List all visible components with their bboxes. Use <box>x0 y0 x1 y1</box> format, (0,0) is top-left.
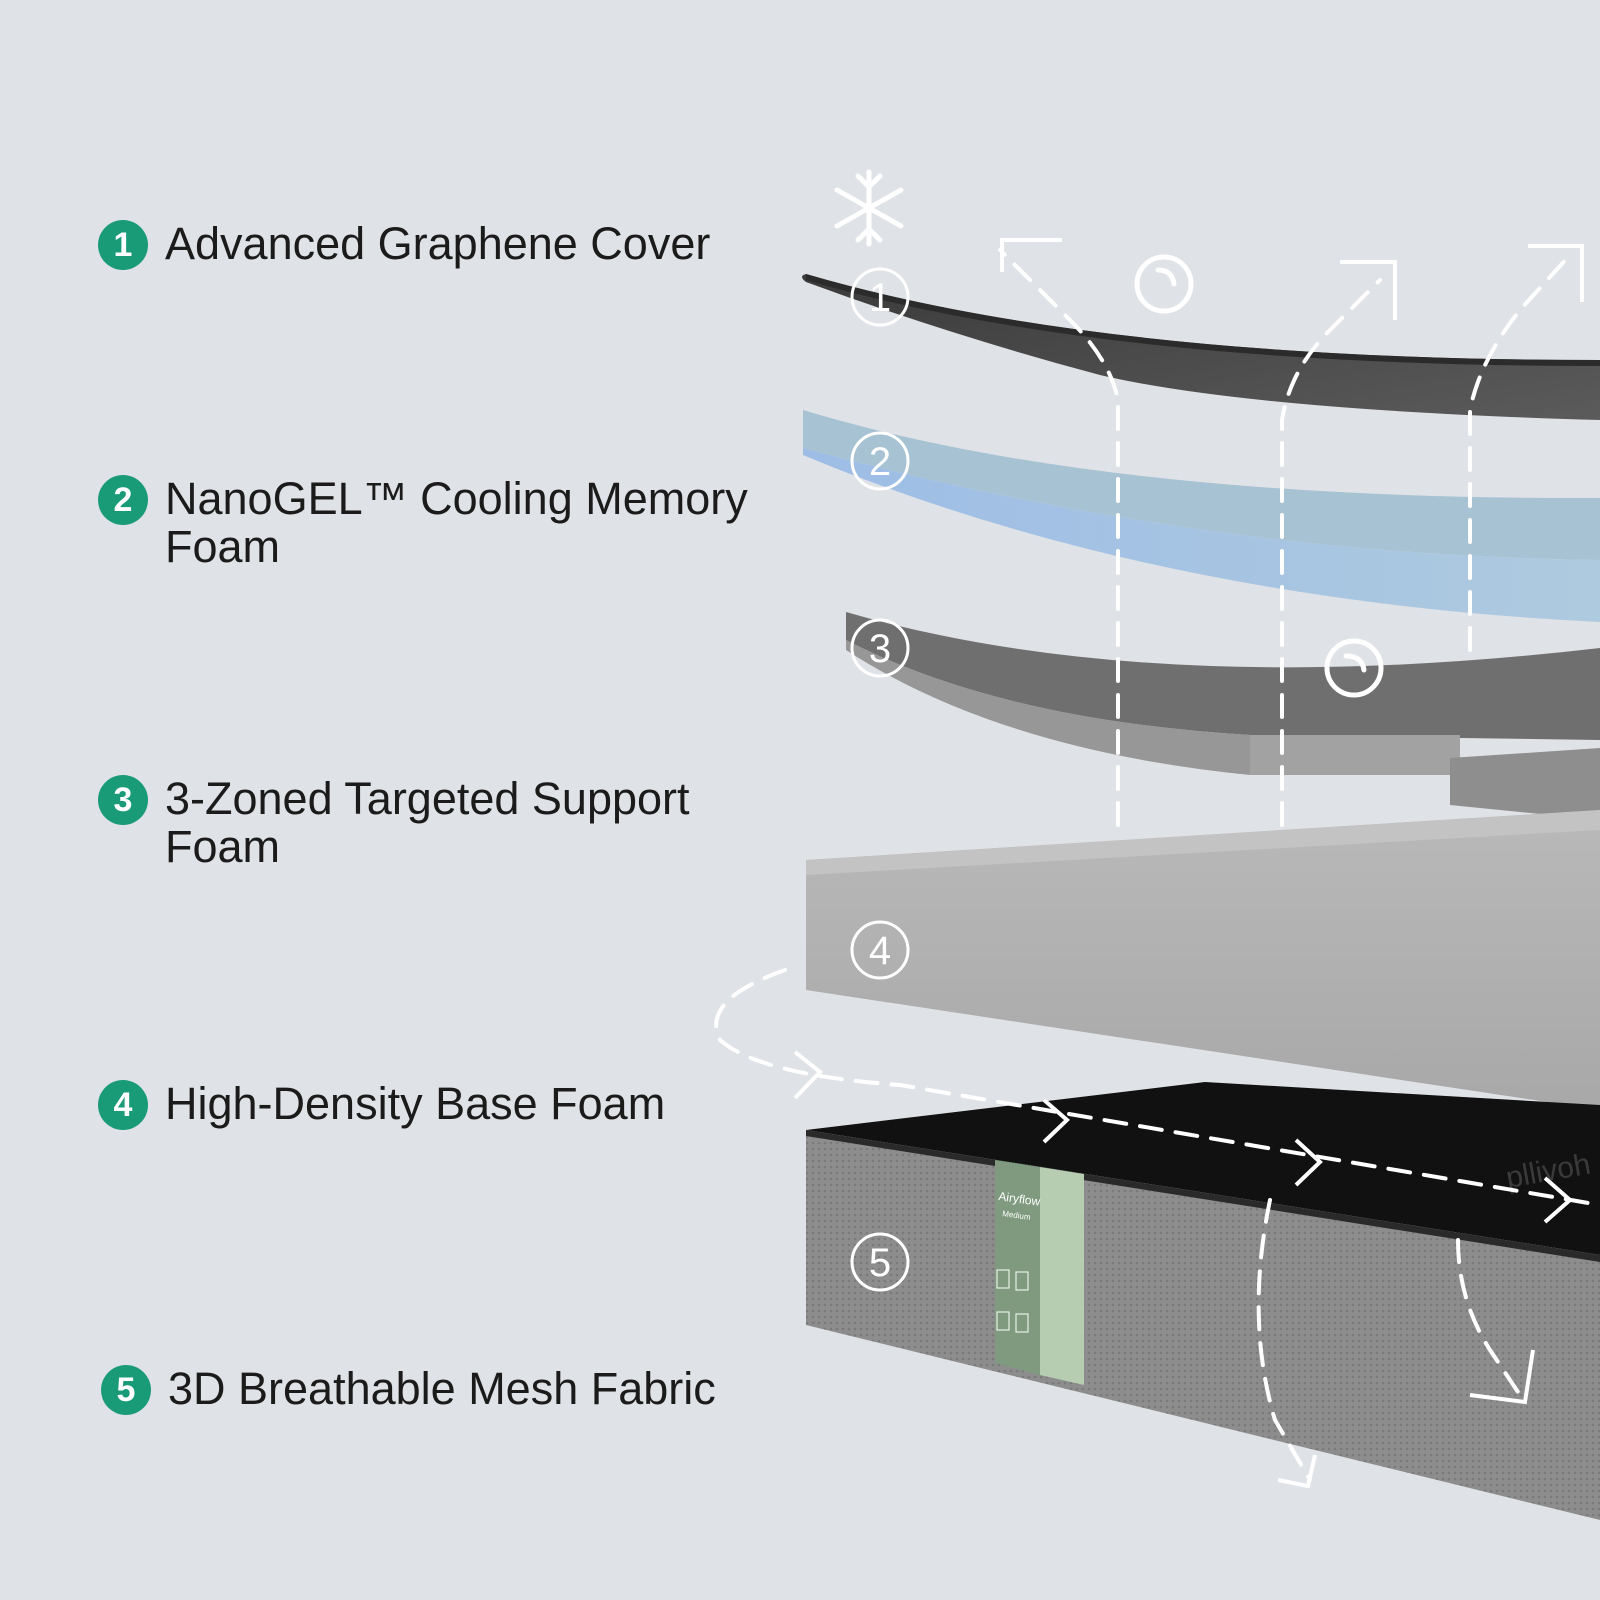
nanogel-foam-layer <box>803 410 1600 622</box>
refresh-icon <box>1134 254 1194 314</box>
snowflake-icon <box>834 169 904 247</box>
base-foam-layer <box>806 810 1600 1110</box>
feature-item-3: 3 3-Zoned Targeted Support Foam <box>98 775 725 871</box>
layer-marker-1: 1 <box>850 267 910 327</box>
refresh-icon <box>1324 638 1384 698</box>
svg-text:1: 1 <box>869 276 891 320</box>
number-badge: 4 <box>98 1080 148 1130</box>
zoned-support-foam-layer <box>846 612 1600 820</box>
arrowheads <box>793 238 1584 1489</box>
layer-marker-4: 4 <box>850 920 910 980</box>
mesh-base-layer: Airyflow Medium pllivoh <box>806 1082 1600 1520</box>
feature-item-2: 2 NanoGEL™ Cooling Memory Foam <box>98 475 765 571</box>
tag-product-name: Airyflow <box>998 1189 1042 1209</box>
feature-label: 3D Breathable Mesh Fabric <box>168 1363 716 1414</box>
product-tag <box>995 1160 1040 1375</box>
feature-label: Advanced Graphene Cover <box>165 218 711 269</box>
svg-text:2: 2 <box>869 440 891 484</box>
feature-label: 3-Zoned Targeted Support Foam <box>165 773 690 872</box>
number-badge: 1 <box>98 220 148 270</box>
number-badge: 3 <box>98 775 148 825</box>
feature-label: NanoGEL™ Cooling Memory Foam <box>165 473 748 572</box>
svg-text:4: 4 <box>869 929 891 973</box>
feature-item-4: 4 High-Density Base Foam <box>98 1080 765 1130</box>
svg-text:5: 5 <box>869 1241 891 1285</box>
layer-marker-5: 5 <box>850 1232 910 1292</box>
feature-item-5: 5 3D Breathable Mesh Fabric <box>101 1365 768 1415</box>
number-badge: 2 <box>98 475 148 525</box>
feature-item-1: 1 Advanced Graphene Cover <box>98 220 765 270</box>
feature-label: High-Density Base Foam <box>165 1078 666 1129</box>
tag-firmness: Medium <box>1002 1209 1032 1222</box>
svg-text:3: 3 <box>869 627 891 671</box>
graphene-cover-layer <box>802 274 1600 420</box>
number-badge: 5 <box>101 1365 151 1415</box>
layer-marker-2: 2 <box>850 431 910 491</box>
airflow-arrows-icon <box>714 248 1600 1482</box>
layer-marker-3: 3 <box>850 618 910 678</box>
